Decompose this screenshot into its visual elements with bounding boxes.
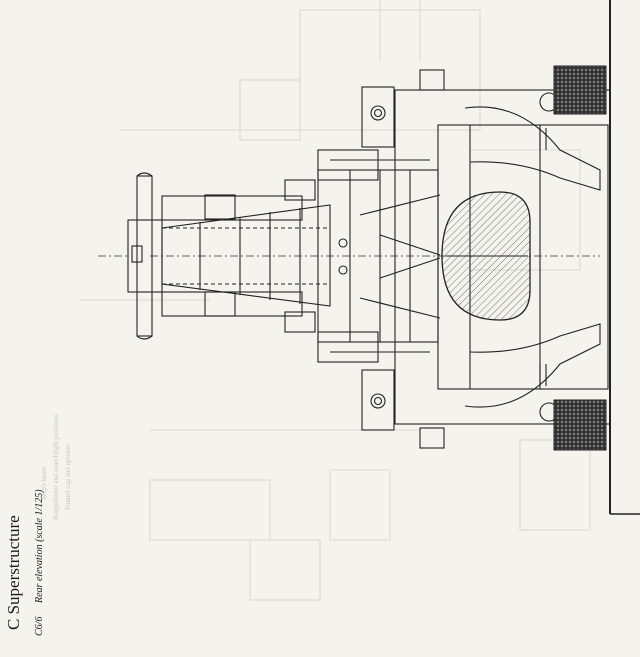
caption-id: C6/6 xyxy=(34,616,45,636)
section-title: C Superstructure xyxy=(4,515,23,630)
hull-baseline xyxy=(609,0,640,515)
funnel-cap xyxy=(441,191,531,321)
caption-text: Rear elevation (scale 1/125) xyxy=(34,489,45,603)
bleed-through-drawing xyxy=(80,0,591,601)
gratings xyxy=(553,65,607,451)
superstructure-outline xyxy=(127,69,611,449)
